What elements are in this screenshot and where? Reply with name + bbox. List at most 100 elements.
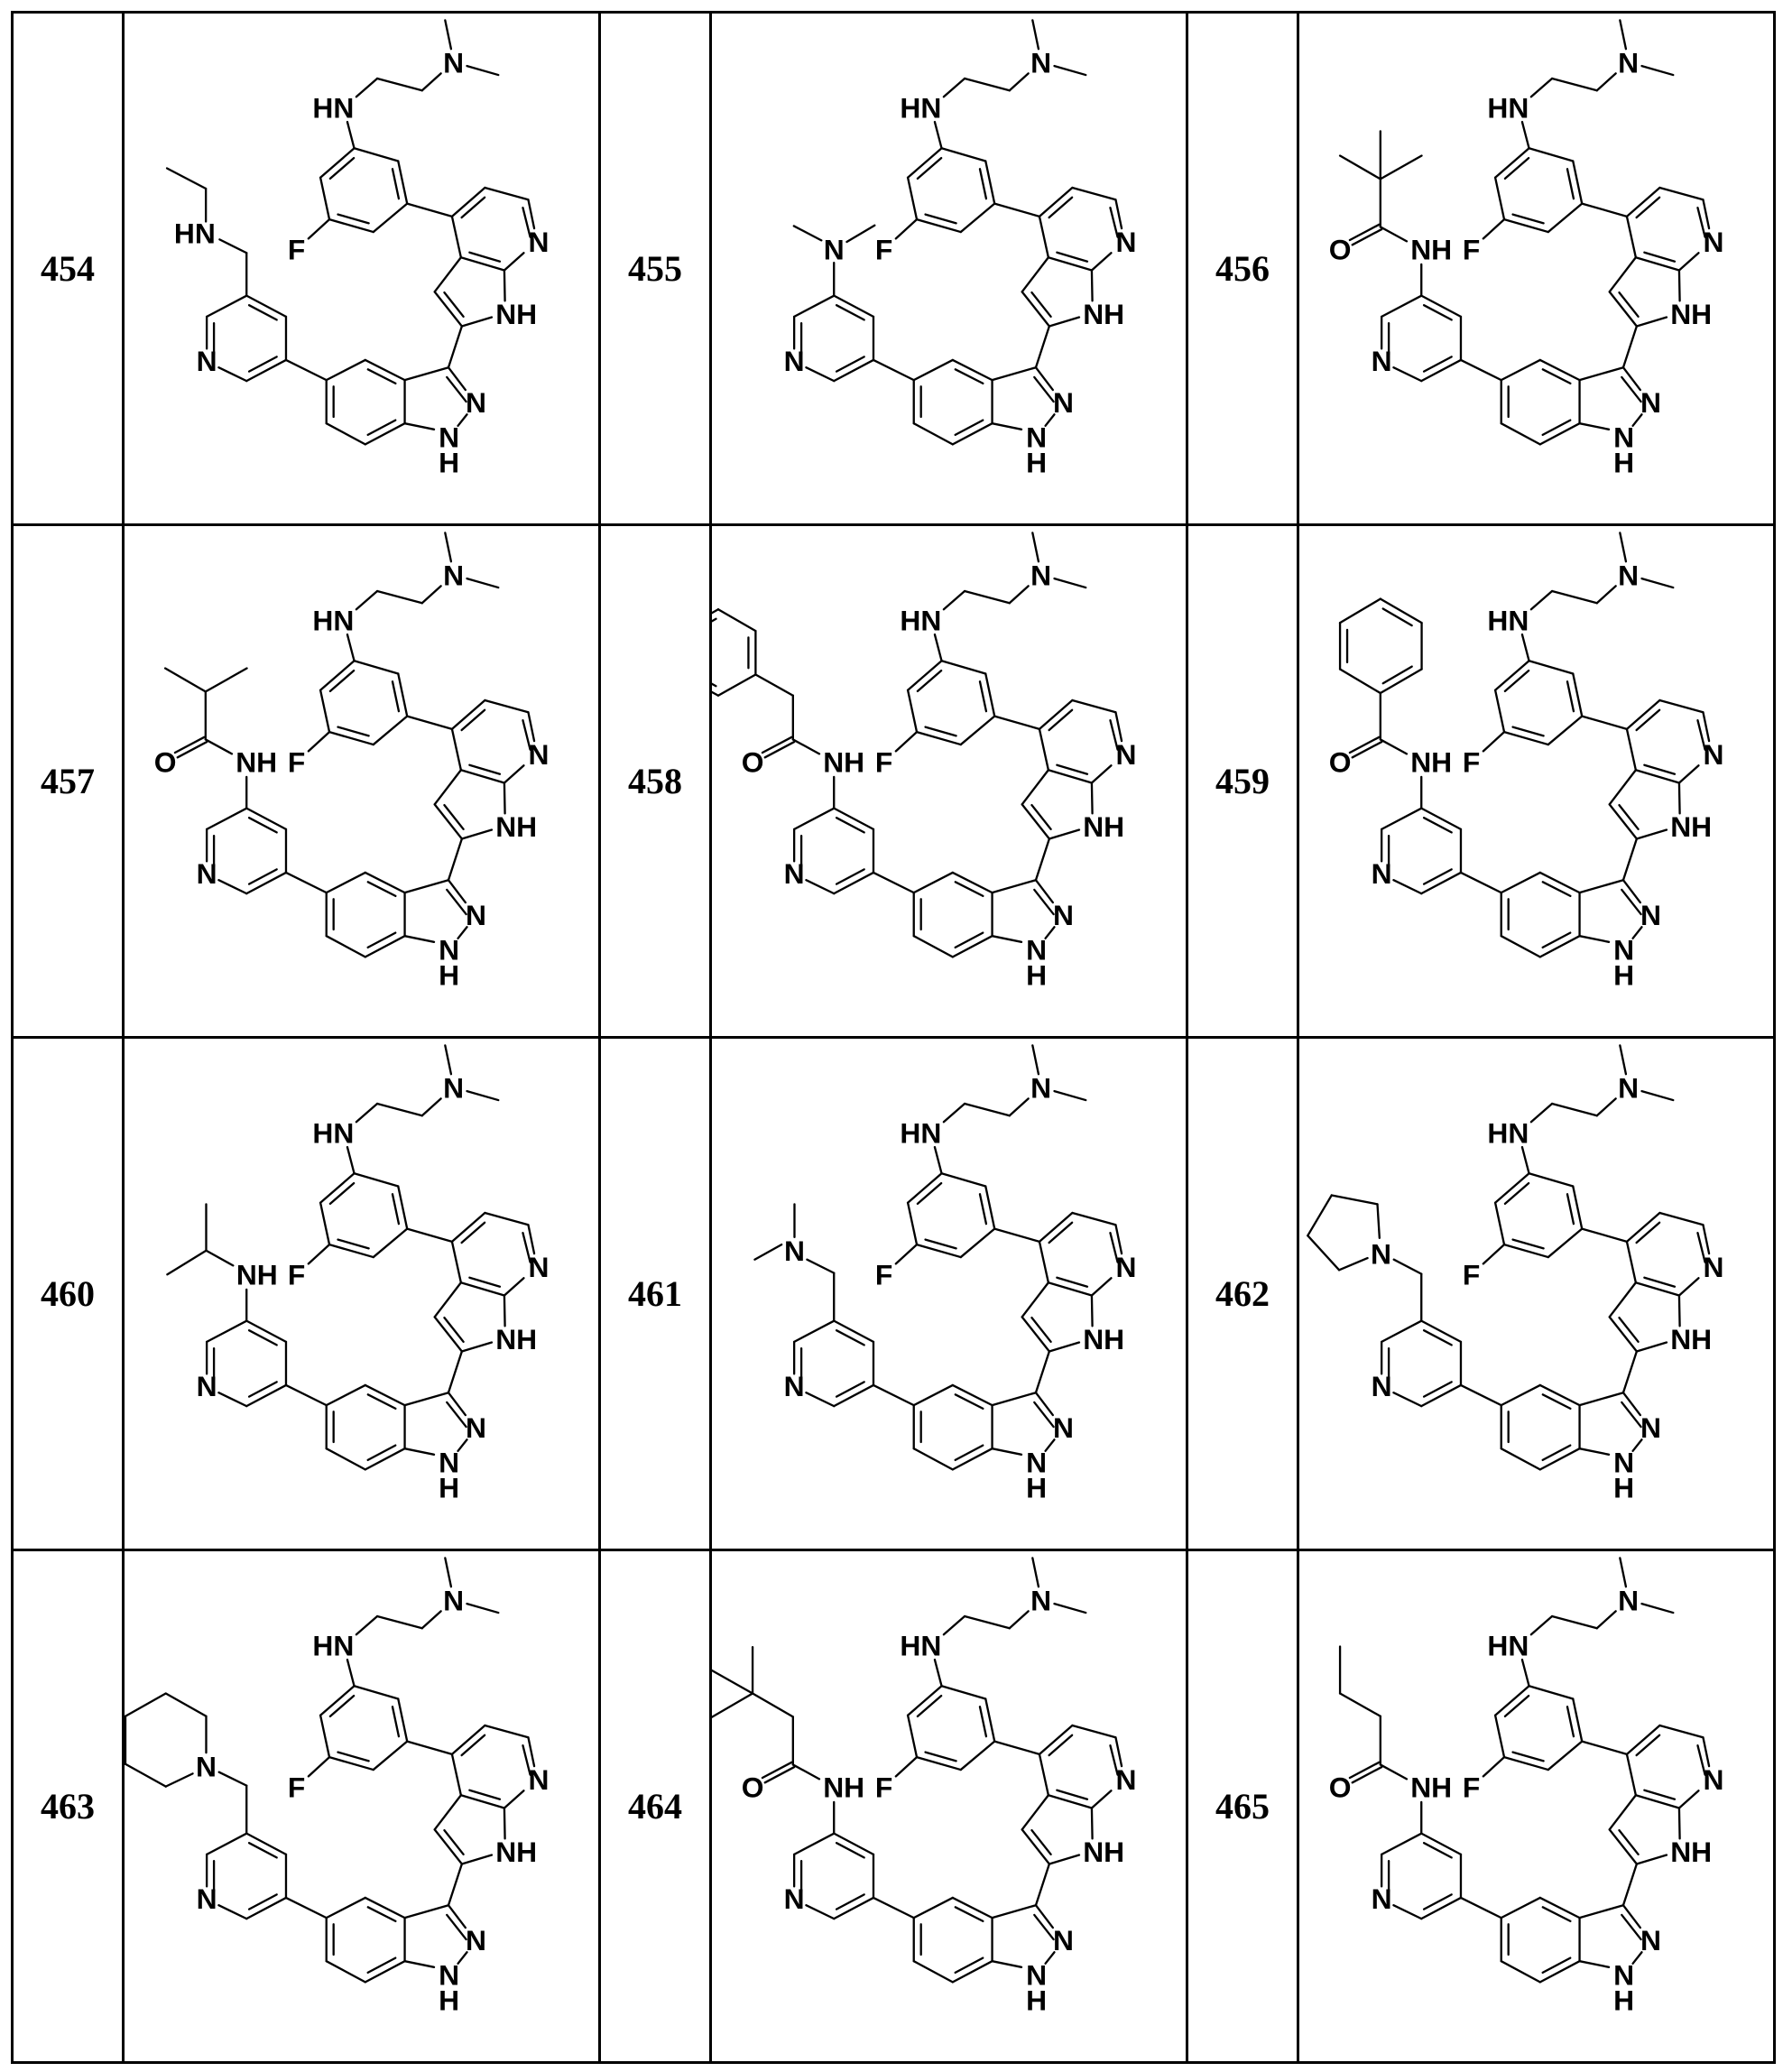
bond <box>329 1244 374 1257</box>
bond <box>1548 1742 1582 1770</box>
atom-label: N <box>1116 738 1137 771</box>
bond <box>873 360 914 380</box>
atom-label: N <box>466 899 486 931</box>
bond <box>1036 880 1053 902</box>
substituent-atom-label: N <box>196 1750 217 1782</box>
double-bond <box>1049 1223 1073 1243</box>
double-bond <box>469 1278 500 1287</box>
double-bond <box>249 869 277 883</box>
double-bond <box>956 1446 984 1460</box>
double-bond <box>1049 710 1073 730</box>
bond <box>1495 1716 1504 1757</box>
bond <box>1637 1343 1667 1352</box>
bond <box>806 1905 834 1919</box>
bond <box>917 732 961 745</box>
bond <box>1032 1045 1039 1074</box>
chemical-structure: NHNFNNHNNHNNHO <box>1299 1551 1773 2061</box>
table-row: 460NHNFNNHNNHNNH461NHNFNNHNNHNN462NHNFNN… <box>13 1038 1775 1550</box>
compound-number: 454 <box>13 13 124 525</box>
bond <box>935 634 942 661</box>
double-bond <box>1644 1278 1675 1287</box>
compound-structure-cell: NHNFNNHNNHNNHO <box>124 525 600 1038</box>
atom-label: HN <box>312 604 354 636</box>
bond <box>448 1392 466 1415</box>
bond <box>485 188 528 199</box>
substituent-atom-label: NH <box>1410 1771 1452 1804</box>
bond <box>1620 1045 1626 1074</box>
bond <box>994 717 1039 729</box>
double-bond <box>836 869 864 883</box>
bond <box>1679 1790 1699 1808</box>
chemical-structure: NHNFNNHNNHNNHO <box>125 526 598 1036</box>
double-bond <box>249 1330 277 1345</box>
bond <box>961 204 994 232</box>
double-bond <box>444 1318 463 1342</box>
bond <box>993 936 1021 942</box>
substituent-bond <box>125 1694 166 1716</box>
bond <box>1483 732 1504 751</box>
double-bond <box>1031 1318 1050 1342</box>
bond <box>914 936 953 957</box>
bond <box>422 586 441 603</box>
atom-label: HN <box>1487 1629 1529 1661</box>
double-bond <box>1424 869 1452 883</box>
bond <box>908 1203 917 1244</box>
atom-label: N <box>1640 386 1661 419</box>
bond <box>1092 782 1093 813</box>
bond <box>1039 217 1049 257</box>
bond <box>873 1898 914 1918</box>
bond <box>1483 1244 1504 1263</box>
bond <box>445 20 451 49</box>
bond <box>1522 1147 1529 1173</box>
bond <box>356 591 377 609</box>
bond <box>794 296 834 317</box>
bond <box>1522 122 1529 148</box>
double-bond <box>1543 933 1571 948</box>
double-bond <box>980 169 986 199</box>
double-bond <box>393 1194 399 1224</box>
double-bond <box>469 253 500 262</box>
bond <box>1072 1725 1115 1737</box>
double-bond <box>462 710 485 730</box>
double-bond <box>444 1830 463 1855</box>
bond <box>407 204 452 217</box>
chemical-structure: NHNFNNHNNHNNHO <box>1299 14 1773 523</box>
bond <box>1393 1905 1421 1919</box>
bond <box>1022 770 1049 804</box>
bond <box>1627 1754 1636 1795</box>
bond <box>329 1757 374 1770</box>
double-bond <box>1031 805 1050 829</box>
substituent-atom-label: O <box>154 746 177 779</box>
bond <box>942 148 986 161</box>
bond <box>218 880 246 893</box>
compound-number: 455 <box>600 13 711 525</box>
bond <box>1641 578 1673 587</box>
bond <box>1679 782 1680 813</box>
double-bond <box>469 1790 500 1799</box>
aromatic-double-bond <box>1383 609 1412 626</box>
bond <box>1641 1091 1673 1100</box>
substituent-bond <box>166 1694 207 1716</box>
substituent-bond <box>793 739 819 754</box>
bond <box>993 1961 1021 1967</box>
substituent-bond <box>794 226 821 240</box>
double-bond <box>1637 1223 1660 1243</box>
double-bond <box>393 681 399 711</box>
substituent-bond <box>1340 670 1381 694</box>
bond <box>485 1213 528 1225</box>
bond <box>1620 532 1626 561</box>
double-bond <box>1644 765 1675 774</box>
aromatic-double-bond <box>1383 667 1412 684</box>
substituent-bond <box>793 1764 819 1779</box>
bond <box>374 717 407 745</box>
bond <box>1623 838 1637 880</box>
atom-label: HN <box>312 91 354 124</box>
bond <box>1381 296 1421 317</box>
substituent-bond <box>1381 227 1407 241</box>
substituent-bond <box>1307 1195 1332 1235</box>
bond <box>356 79 377 97</box>
bond <box>1022 257 1049 291</box>
double-bond <box>1543 882 1571 896</box>
bond <box>329 732 374 745</box>
double-bond <box>1057 1790 1087 1799</box>
